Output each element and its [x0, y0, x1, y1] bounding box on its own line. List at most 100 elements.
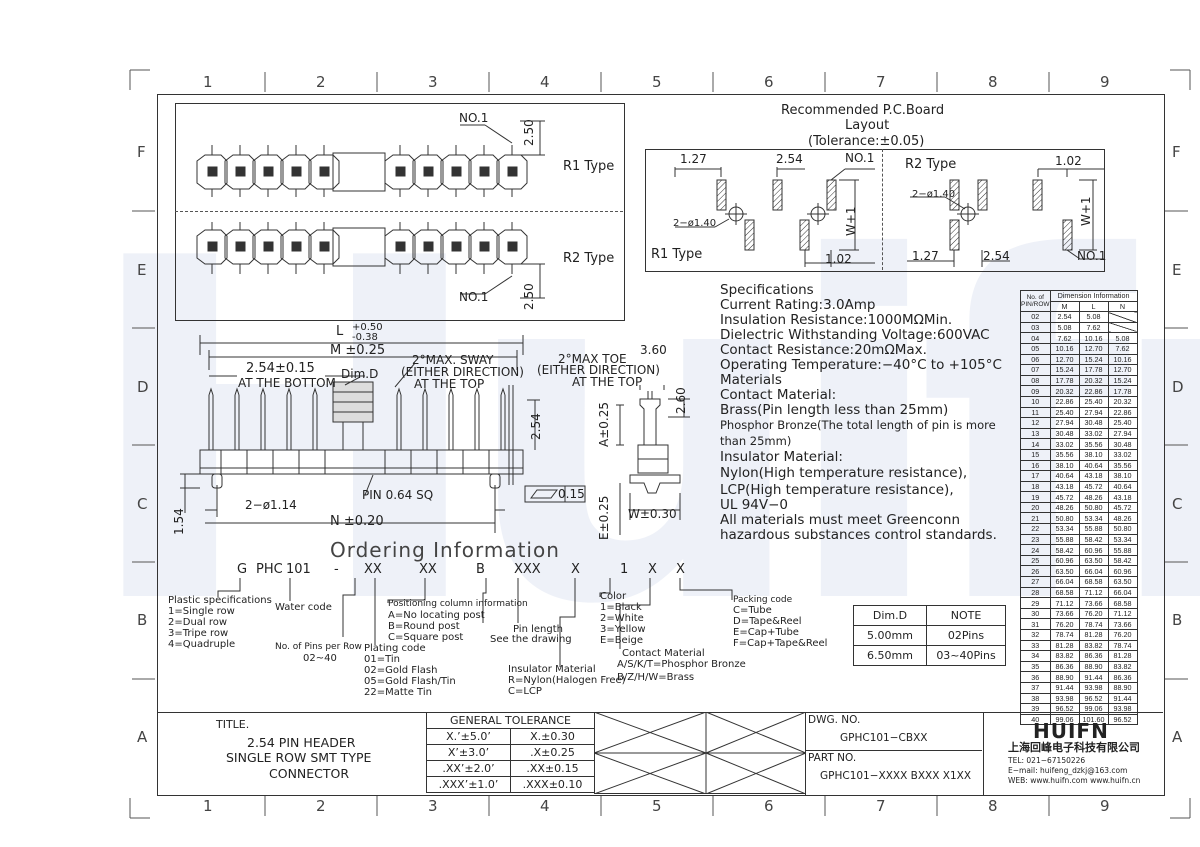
- color-opt: 1=Black: [600, 602, 642, 613]
- pcb-r2-w1: W+1: [1079, 196, 1093, 226]
- packing-opt: D=Tape&Reel: [733, 616, 802, 627]
- col-label: 1: [203, 797, 213, 815]
- dim-table-cell: 86.36: [1078, 650, 1109, 662]
- header-top-view-box: [175, 103, 625, 321]
- dim-table-cell: 33: [1020, 639, 1051, 652]
- dim-table-cell: 40.64: [1107, 480, 1138, 493]
- tolerance-cell: .X±0.25: [510, 744, 595, 761]
- company-tel: TEL: 021−67150226: [1008, 756, 1086, 765]
- dim-table-cell: 33.02: [1049, 438, 1080, 450]
- color-title: Color: [600, 591, 627, 602]
- plastic-title: Plastic specifications: [168, 595, 272, 606]
- pcb-r1-hole: 2−ø1.40: [673, 218, 717, 229]
- at-top-2: AT THE TOP: [572, 375, 643, 389]
- spec-line: Contact Resistance:20mΩMax.: [720, 342, 927, 358]
- dim-table-cell: 43.18: [1107, 491, 1138, 503]
- dim-table-cell: 96.52: [1107, 713, 1138, 726]
- dim-table-cell: 10.16: [1049, 342, 1080, 355]
- pins-title: No. of Pins per Row: [275, 642, 362, 652]
- order-code-seg: XXX: [514, 562, 541, 577]
- dim-table-cell: 17.78: [1049, 374, 1080, 387]
- no1-label-top: NO.1: [459, 111, 489, 125]
- color-opt: E=Beige: [600, 635, 643, 646]
- dim-A: A±0.25: [597, 402, 611, 447]
- dim-table-cell: 71.12: [1078, 586, 1109, 599]
- dim-table-cell: 20: [1020, 501, 1051, 514]
- note-table-cell: 6.50mm: [853, 645, 927, 666]
- dim-L-tol-plus: +0.50: [352, 322, 383, 333]
- dim-table-cell: 22: [1020, 523, 1051, 535]
- ordering-leader-lines: [217, 578, 733, 667]
- dim-table-cell: 81.28: [1078, 629, 1109, 641]
- tolerance-header: GENERAL TOLERANCE: [426, 712, 595, 729]
- dim-table-cell: 28: [1020, 586, 1051, 599]
- dim-table-cell: 02: [1020, 311, 1051, 323]
- dim-table-cell: 83.82: [1049, 650, 1080, 662]
- dim-table-cell: 73.66: [1078, 597, 1109, 609]
- dim-table-cell: 55.88: [1107, 544, 1138, 556]
- pin-sq: PIN 0.64 SQ: [362, 488, 434, 502]
- dim-table-cell: 31: [1020, 618, 1051, 630]
- at-bottom: AT THE BOTTOM: [238, 376, 336, 390]
- color-opt: 2=White: [600, 613, 644, 624]
- company-web: WEB: www.huifn.com www.huifn.cn: [1008, 776, 1141, 785]
- row-label: D: [137, 378, 149, 396]
- dim-table-cell: 20.32: [1049, 385, 1080, 397]
- dim-table-cell: 14: [1020, 438, 1051, 450]
- order-code-seg: G: [237, 562, 248, 577]
- dim-M: M ±0.25: [330, 343, 386, 358]
- dim-table-cell: 43.18: [1049, 480, 1080, 493]
- row-label: F: [137, 143, 146, 161]
- flatness: 0.15: [558, 487, 585, 501]
- order-code-seg: XX: [419, 562, 437, 577]
- dim-table-cell: 15: [1020, 448, 1051, 461]
- pcb-r1-102: 1.02: [825, 252, 852, 266]
- note-table-cell: 02Pins: [926, 625, 1006, 646]
- dim-table-cell: 63.50: [1107, 576, 1138, 588]
- company-email: E−mail: huifeng_dzkj@163.com: [1008, 766, 1128, 775]
- dim-table-cell: 88.90: [1107, 681, 1138, 694]
- dwg-no: GPHC101−CBXX: [840, 732, 928, 744]
- dwg-part-box: [805, 712, 984, 796]
- header-front-view-drawing: [180, 335, 586, 533]
- header-top-view-drawing: [196, 120, 545, 299]
- r2-type-label: R2 Type: [563, 251, 615, 266]
- dim-table-cell: 10.16: [1078, 332, 1109, 344]
- order-code-seg: B: [476, 562, 485, 577]
- dim-table-cell: 48.26: [1078, 491, 1109, 503]
- tolerance-cell: .XX±0.15: [510, 760, 595, 777]
- spec-line: Insulation Resistance:1000MΩMin.: [720, 312, 953, 328]
- r1-type-label: R1 Type: [563, 159, 615, 174]
- spec-line: Phosphor Bronze(The total length of pin …: [720, 418, 996, 432]
- dim-table-cell: 38.10: [1078, 448, 1109, 461]
- order-code-seg: 1: [620, 562, 629, 577]
- dim-table-cell: 40.64: [1049, 470, 1080, 482]
- row-label: B: [137, 611, 148, 629]
- col-label: 2: [316, 73, 326, 91]
- dim-154: 1.54: [172, 508, 186, 535]
- no1-label-bottom: NO.1: [459, 290, 489, 304]
- tolerance-table: GENERAL TOLERANCE X.’±5.0’X.±0.30 X’±3.0…: [426, 712, 595, 793]
- dim-table-cell: 45.72: [1049, 491, 1080, 503]
- hole-dia: 2−ø1.14: [245, 498, 297, 512]
- dim-table-cell: 63.50: [1049, 565, 1080, 578]
- plating-opt: 05=Gold Flash/Tin: [364, 676, 456, 687]
- dim-table-cell: 33.02: [1107, 448, 1138, 461]
- col-label: 1: [203, 73, 213, 91]
- dim-pitch: 2.54±0.15: [246, 361, 315, 376]
- center-divider: [175, 211, 623, 212]
- spec-line: hazardous substances control standards.: [720, 527, 997, 543]
- col-label: 5: [652, 73, 662, 91]
- dim-table-cell: 08: [1020, 374, 1051, 387]
- color-opt: 3=Yellow: [600, 624, 646, 635]
- dim-table-cell: 7.62: [1049, 332, 1080, 344]
- col-label: 4: [540, 797, 550, 815]
